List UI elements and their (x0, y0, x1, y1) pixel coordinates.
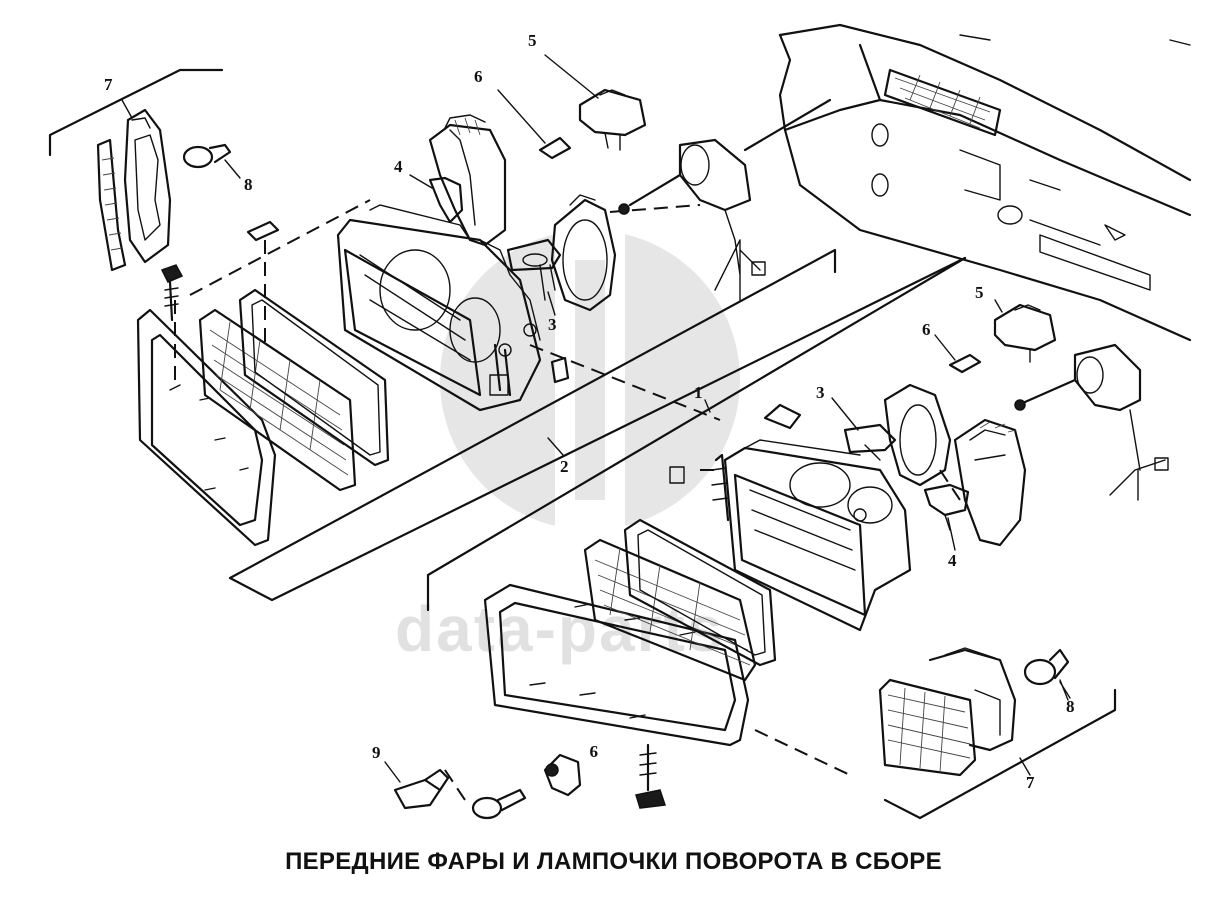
callout-brackets (48, 68, 1117, 820)
callout-7-top: 7 (104, 75, 113, 94)
bulb-9 (471, 788, 527, 820)
watermark-logo (440, 230, 740, 530)
screw-bottom (635, 743, 667, 809)
turn-bulb-top (182, 143, 241, 179)
callout-3-top: 3 (548, 315, 557, 334)
callout-3-right: 3 (816, 383, 825, 402)
adjuster-screw-right (669, 453, 730, 522)
gasket-left (238, 288, 390, 467)
bulb-3-right (843, 423, 897, 461)
callout-labels: 7 8 4 6 5 3 2 1 5 6 3 4 8 7 9 9 (104, 31, 1075, 792)
callout-8-bottom: 8 (1066, 697, 1075, 716)
diagram-caption: ПЕРЕДНИЕ ФАРЫ И ЛАМПОЧКИ ПОВОРОТА В СБОР… (285, 848, 942, 875)
bulb-holder-right (883, 383, 952, 487)
callout-9: 9 (372, 743, 381, 762)
bulb-3-left (506, 238, 562, 301)
assembly-lines (174, 199, 961, 801)
callout-4-top: 4 (394, 157, 403, 176)
connector-5-top (578, 88, 647, 151)
bulb-holder-left (428, 114, 507, 247)
callout-1: 1 (694, 383, 703, 402)
clip-right-top (763, 403, 802, 430)
callout-4-right: 4 (948, 551, 957, 570)
seal-6-right (948, 353, 982, 374)
gasket-right (623, 518, 777, 667)
bezel-right (483, 583, 750, 747)
callout-5-right: 5 (975, 283, 984, 302)
turn-lamp-housing-bottom (878, 647, 1017, 777)
callout-5-top: 5 (528, 31, 537, 50)
seal-6-top (538, 136, 572, 160)
connector-5-right (993, 303, 1057, 363)
screw-left (160, 264, 184, 322)
clip-left-4 (428, 176, 464, 224)
vehicle-front-body (778, 23, 1192, 342)
leader-lines (121, 54, 1071, 776)
clip-left-top (246, 220, 280, 242)
clip-right-4 (923, 483, 970, 531)
bezel-left (136, 308, 277, 547)
callout-6-right: 6 (922, 320, 931, 339)
headlamp-unit-left (336, 204, 542, 412)
adjuster-motor-right (1014, 343, 1169, 501)
lens-right (583, 538, 757, 682)
callout-6-top: 6 (474, 67, 483, 86)
socket-9-right (543, 753, 582, 797)
cover-left (550, 194, 617, 312)
cover-right (953, 418, 1027, 547)
socket-9 (384, 761, 450, 810)
headlamp-unit-right (723, 439, 912, 632)
turn-lamp-housing-top (96, 108, 172, 272)
exploded-headlamp-diagram: 7 8 4 6 5 3 2 1 5 6 3 4 8 7 9 9 (48, 23, 1192, 820)
lens-left (198, 308, 357, 492)
callout-2: 2 (560, 457, 569, 476)
clip-left-small (550, 356, 570, 384)
callout-9-small: 9 (590, 742, 599, 761)
callout-8-top: 8 (244, 175, 253, 194)
callout-7-bottom: 7 (1026, 773, 1035, 792)
turn-bulb-bottom (1023, 648, 1070, 701)
adjuster-motor-left (618, 138, 766, 301)
